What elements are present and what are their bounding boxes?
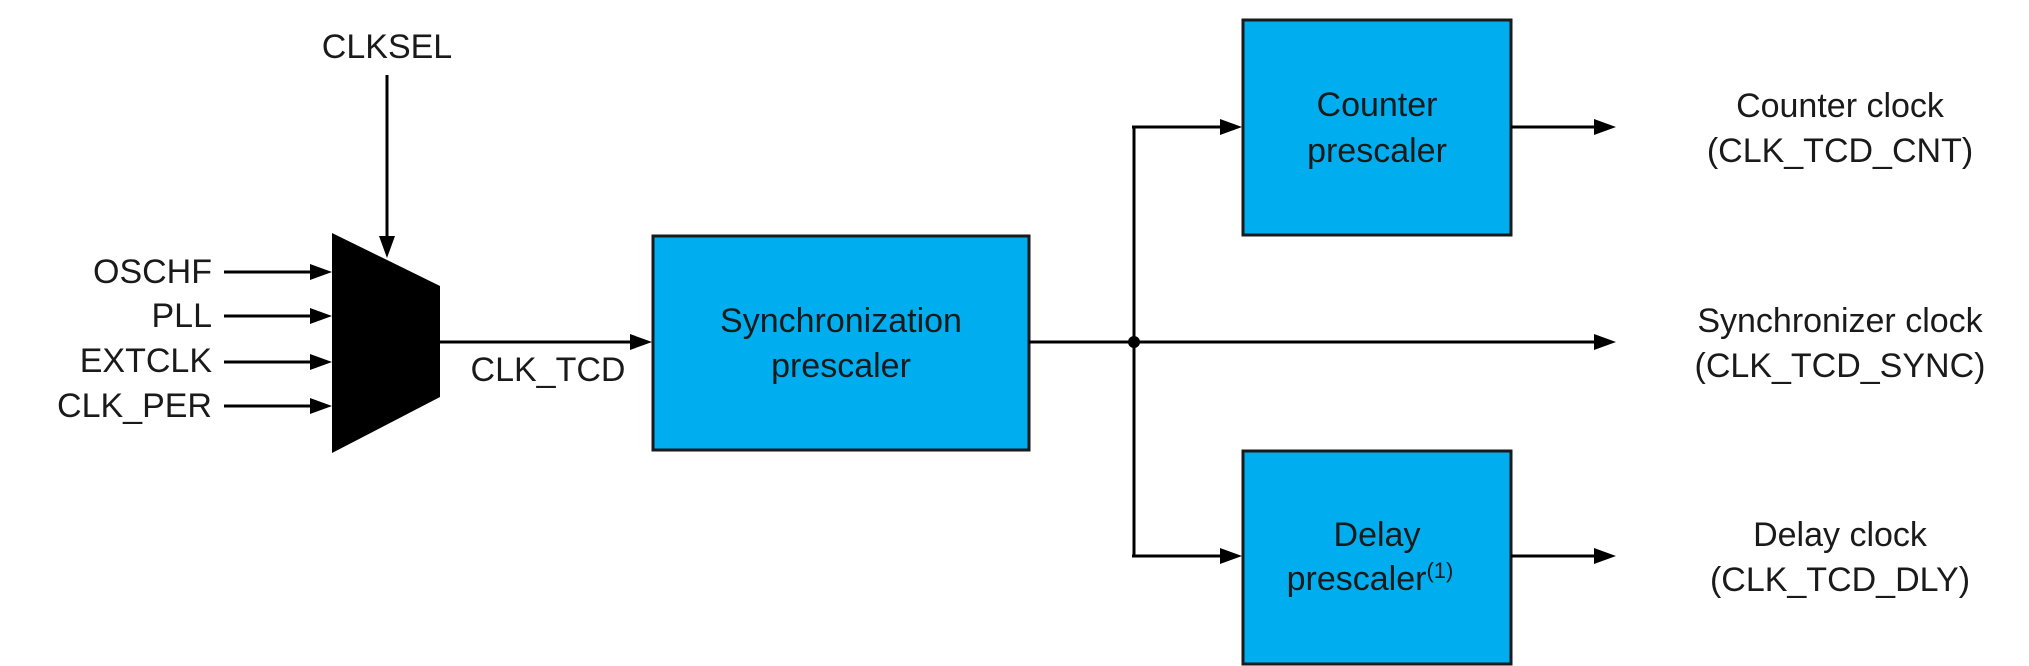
- synchronizer-clock-signal: (CLK_TCD_SYNC): [1695, 347, 1986, 385]
- counter-block-line1: Counter: [1317, 86, 1438, 124]
- counter-clock-signal: (CLK_TCD_CNT): [1707, 132, 1973, 170]
- delay-block-line2-text: prescaler: [1287, 560, 1427, 598]
- input-label-oschf: OSCHF: [93, 253, 212, 291]
- branch-to-counter-arrowhead: [1220, 119, 1242, 135]
- delay-block-line1: Delay: [1334, 516, 1421, 554]
- footnote-marker: (1): [1426, 558, 1453, 583]
- delay-clock-label: Delay clock: [1753, 516, 1928, 554]
- synchronizer-clock-label: Synchronizer clock: [1697, 302, 1983, 340]
- sync-output-arrowhead: [1594, 334, 1616, 350]
- delay-output-arrowhead: [1594, 548, 1616, 564]
- counter-output-arrowhead: [1594, 119, 1616, 135]
- counter-block-line2: prescaler: [1307, 132, 1447, 170]
- synchronization-prescaler-block: [651, 234, 1031, 452]
- sync-block-line1: Synchronization: [720, 302, 962, 340]
- input-label-clk-per: CLK_PER: [57, 387, 212, 425]
- counter-prescaler-block: [1241, 18, 1513, 237]
- clksel-arrowhead: [379, 236, 395, 258]
- clk-tcd-arrowhead: [630, 334, 652, 350]
- sync-block-line2: prescaler: [771, 347, 911, 385]
- delay-clock-signal: (CLK_TCD_DLY): [1710, 561, 1970, 599]
- delay-block-line2: prescaler(1): [1287, 558, 1454, 598]
- clk-tcd-label: CLK_TCD: [471, 351, 626, 389]
- counter-clock-label: Counter clock: [1736, 87, 1945, 125]
- delay-prescaler-block: [1241, 449, 1513, 666]
- input-arrows: [224, 264, 332, 414]
- input-label-pll: PLL: [152, 297, 213, 335]
- clksel-label: CLKSEL: [322, 28, 452, 66]
- input-label-extclk: EXTCLK: [80, 342, 213, 380]
- multiplexer: [332, 233, 440, 453]
- branch-to-delay-arrowhead: [1220, 548, 1242, 564]
